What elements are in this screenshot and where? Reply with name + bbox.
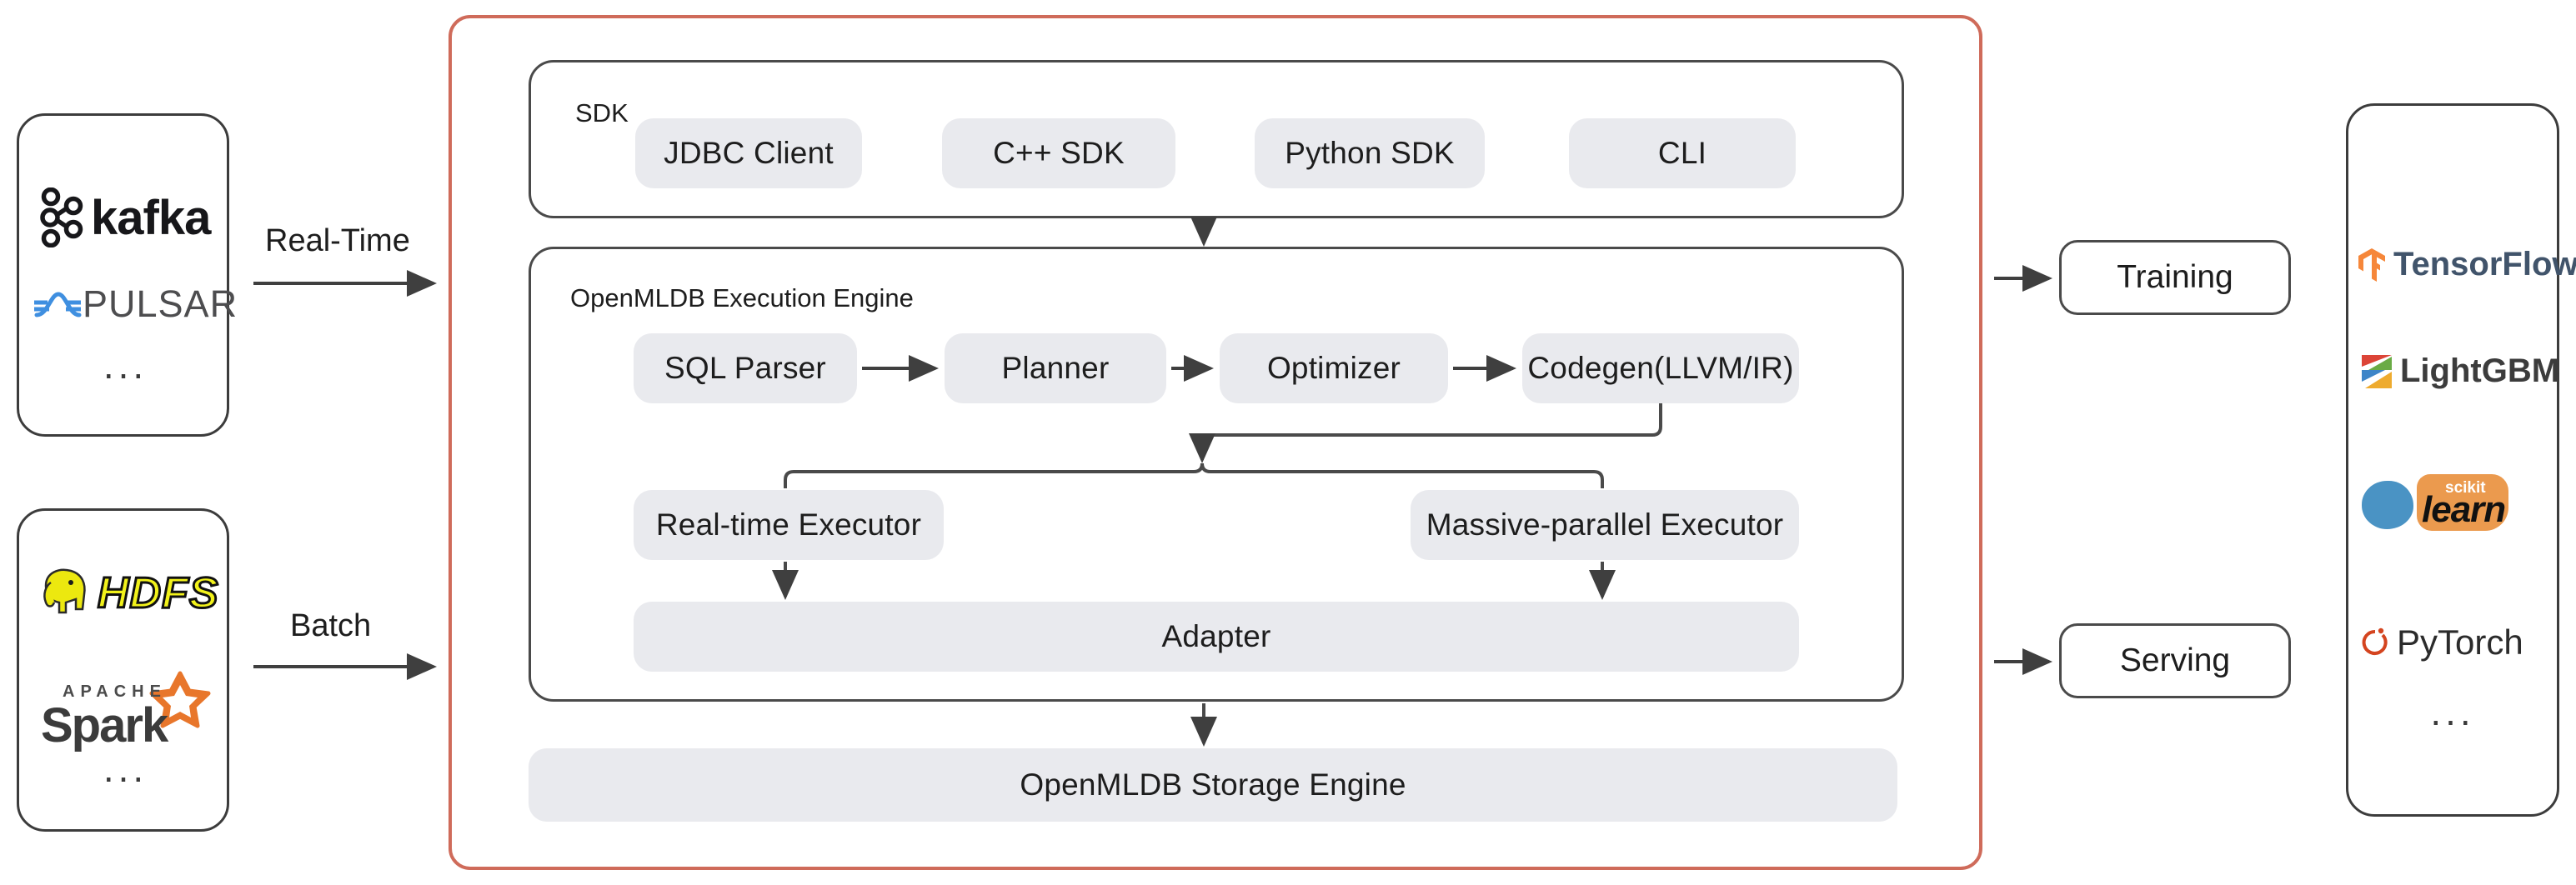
pulsar-icon [34, 292, 82, 318]
scikit-orange-blob [2417, 474, 2508, 531]
tensorflow-label: TensorFlow [2393, 246, 2576, 282]
pulsar-label: PULSAR [83, 282, 238, 325]
pipeline-planner[interactable]: Planner [945, 333, 1166, 403]
hadoop-elephant-icon [43, 568, 86, 614]
training-stage-label: Training [2117, 259, 2233, 295]
scikit-label: scikit [2445, 479, 2486, 497]
batch-arrow-label: Batch [290, 608, 372, 643]
kafka-icon [40, 188, 83, 248]
pulsar-logo: PULSAR [33, 282, 238, 326]
pytorch-label: PyTorch [2397, 622, 2523, 662]
pipeline-sql-parser[interactable]: SQL Parser [634, 333, 857, 403]
scikit-blue-blob [2362, 481, 2413, 529]
sdk-item-python-sdk[interactable]: Python SDK [1255, 118, 1485, 188]
storage-engine-box[interactable]: OpenMLDB Storage Engine [529, 748, 1897, 822]
pytorch-logo: PyTorch [2360, 622, 2523, 662]
pytorch-icon [2362, 628, 2388, 655]
serving-stage-label: Serving [2119, 642, 2231, 678]
batch-sources-panel: HDFS APACHE Spark ... [17, 508, 229, 832]
lightgbm-icon [2362, 354, 2392, 388]
pipeline-codegen[interactable]: Codegen(LLVM/IR) [1522, 333, 1799, 403]
tensorflow-icon [2358, 248, 2385, 282]
executor-real-time[interactable]: Real-time Executor [634, 490, 944, 560]
sdk-item-jdbc-client[interactable]: JDBC Client [635, 118, 862, 188]
kafka-label: kafka [91, 190, 211, 245]
scikit-learn-logo: scikit learn [2362, 474, 2542, 534]
lightgbm-logo: LightGBM [2360, 352, 2559, 390]
real-time-sources-panel: kafka PULSAR ... [17, 113, 237, 437]
sdk-group-label: SDK [575, 98, 629, 128]
spark-star-icon [149, 671, 211, 728]
real-time-arrow-label: Real-Time [265, 223, 410, 258]
training-stage-box[interactable]: Training [2059, 240, 2291, 315]
sdk-item-cpp-sdk[interactable]: C++ SDK [942, 118, 1175, 188]
hdfs-label: HDFS [97, 568, 220, 619]
adapter-box[interactable]: Adapter [634, 602, 1799, 672]
scikit-learn-label: learn [2422, 489, 2506, 530]
hdfs-logo: HDFS [34, 561, 219, 626]
executor-massive-parallel[interactable]: Massive-parallel Executor [1411, 490, 1799, 560]
kafka-logo: kafka [39, 188, 211, 248]
pipeline-optimizer[interactable]: Optimizer [1220, 333, 1448, 403]
ml-frameworks-more: ... [2430, 690, 2475, 733]
serving-stage-box[interactable]: Serving [2059, 623, 2291, 698]
sdk-item-cli[interactable]: CLI [1569, 118, 1796, 188]
spark-apache-label: APACHE [63, 682, 167, 701]
batch-sources-more: ... [103, 747, 148, 790]
spark-label: Spark [41, 698, 168, 752]
lightgbm-label: LightGBM [2400, 352, 2560, 389]
real-time-sources-more: ... [103, 343, 148, 387]
execution-engine-label: OpenMLDB Execution Engine [570, 283, 914, 312]
tensorflow-logo: TensorFlow [2357, 246, 2576, 283]
ml-frameworks-panel: TensorFlow LightGBM scikit learn [2346, 103, 2576, 817]
spark-logo: APACHE Spark [41, 671, 211, 756]
